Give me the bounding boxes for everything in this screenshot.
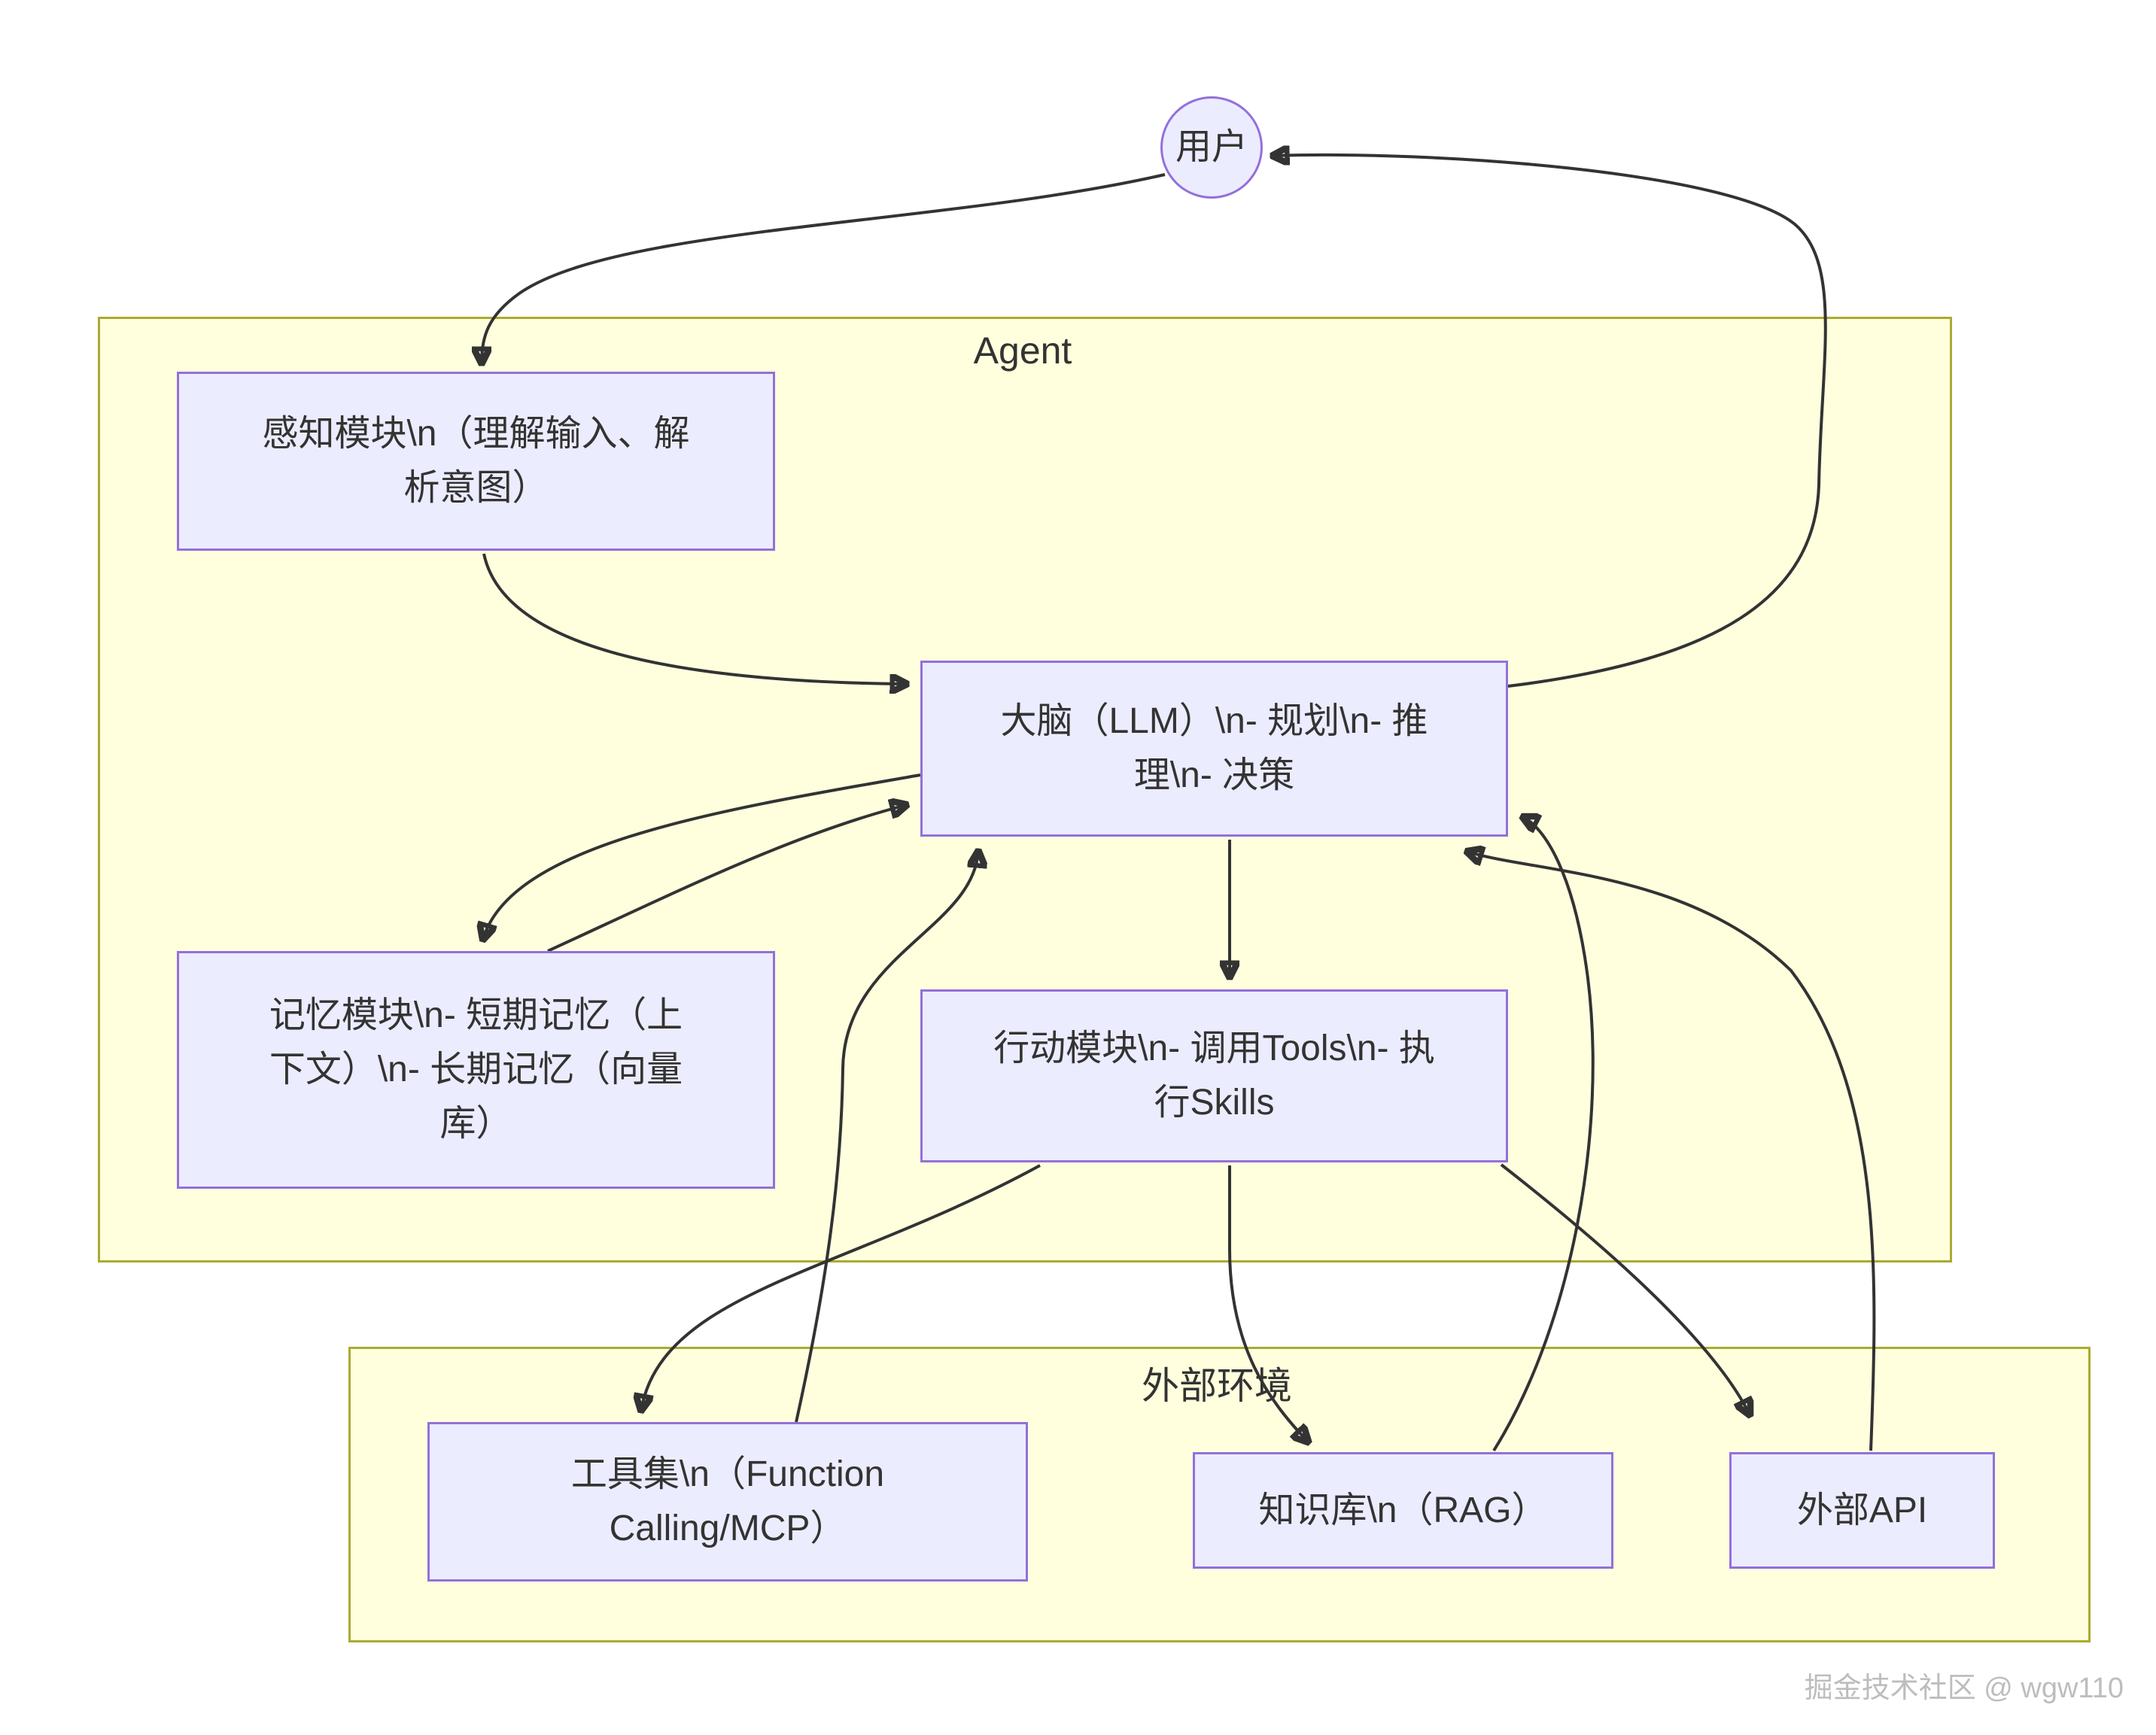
edge-brain-to-user	[1273, 155, 1827, 688]
node-toolset-label: 工具集\n（Function Calling/MCP）	[570, 1454, 885, 1548]
edge-brain-to-memory	[483, 773, 921, 939]
node-perception: 感知模块\n（理解输入、解析意图）	[177, 372, 775, 551]
agent-group-label: Agent	[973, 330, 1072, 372]
node-external-api: 外部API	[1729, 1452, 1995, 1569]
node-toolset: 工具集\n（Function Calling/MCP）	[427, 1422, 1028, 1582]
node-user-label: 用户	[1175, 127, 1248, 167]
node-action-label: 行动模块\n- 调用Tools\n- 执行Skills	[993, 1029, 1435, 1123]
edge-action-to-toolset	[641, 1164, 1041, 1410]
node-user: 用户	[1160, 96, 1263, 199]
edge-action-to-external-api	[1500, 1163, 1750, 1414]
watermark-text: 掘金技术社区 @ wgw110	[1804, 1673, 2124, 1704]
node-knowledge: 知识库\n（RAG）	[1193, 1452, 1613, 1569]
node-memory-label: 记忆模块\n- 短期记忆（上下文）\n- 长期记忆（向量库）	[269, 995, 683, 1144]
node-perception-label: 感知模块\n（理解输入、解析意图）	[262, 414, 690, 508]
edge-user-to-perception	[482, 173, 1166, 363]
node-brain-label: 大脑（LLM）\n- 规划\n- 推理\n- 决策	[1000, 701, 1428, 795]
node-external-api-label: 外部API	[1796, 1490, 1928, 1530]
edge-memory-to-brain	[547, 805, 906, 953]
edge-knowledge-to-brain	[1492, 817, 1595, 1452]
edge-toolset-to-brain	[795, 852, 978, 1423]
edge-action-to-knowledge	[1228, 1165, 1308, 1442]
node-memory: 记忆模块\n- 短期记忆（上下文）\n- 长期记忆（向量库）	[177, 951, 775, 1189]
edge-perception-to-brain	[482, 553, 906, 684]
environment-group-label: 外部环境	[1142, 1365, 1292, 1407]
node-action: 行动模块\n- 调用Tools\n- 执行Skills	[920, 989, 1508, 1162]
edge-external-api-to-brain	[1467, 852, 1876, 1451]
node-brain: 大脑（LLM）\n- 规划\n- 推理\n- 决策	[920, 661, 1508, 837]
node-knowledge-label: 知识库\n（RAG）	[1258, 1490, 1548, 1530]
